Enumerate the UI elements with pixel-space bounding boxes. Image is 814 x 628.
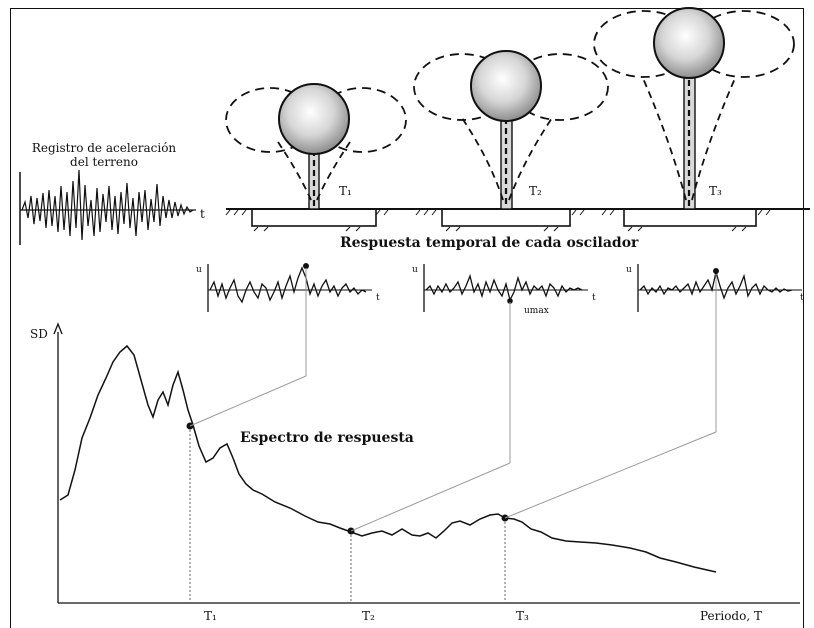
period-tick-label-2: T₂ — [362, 609, 375, 623]
leader-line-2 — [350, 462, 511, 532]
response-1-signal — [209, 266, 367, 304]
oscillator-3-right-deflection — [691, 75, 737, 201]
oscillator-1-left-deflection — [277, 141, 312, 201]
response-2-peak-marker — [507, 298, 513, 304]
response-2-umax-label: umax — [524, 306, 549, 316]
oscillator-2: T₂ — [392, 50, 609, 232]
response-3-peak-marker — [713, 268, 719, 274]
response-3-u-axis-label: u — [626, 265, 632, 275]
oscillator-2-ground-hatch — [415, 209, 585, 232]
oscillator-3-right-motion-envelope — [693, 10, 795, 78]
oscillator-1-ground-hatch — [225, 209, 389, 232]
spectrum-curve-label: Espectro de respuesta — [240, 430, 414, 446]
oscillator-2-period-label: T₂ — [529, 184, 542, 198]
oscillator-3-mass — [653, 7, 725, 79]
temporal-response-title: Respuesta temporal de cada oscilador — [340, 235, 639, 251]
response-spectrum: SD Espectro de respuesta T₁ T₂ T₃ Period… — [30, 268, 800, 623]
response-1-peak-marker — [303, 263, 309, 269]
oscillator-1-right-deflection — [316, 141, 351, 201]
figure-frame — [10, 8, 804, 628]
response-2-t-axis-label: t — [592, 293, 596, 303]
temporal-response-plot-3: u t — [626, 264, 804, 312]
oscillator-1-period-label: T₁ — [339, 184, 352, 198]
oscillator-2-foundation — [441, 208, 571, 227]
oscillator-1-foundation — [251, 208, 377, 227]
response-1-u-axis-label: u — [196, 265, 202, 275]
oscillator-3-period-label: T₃ — [709, 184, 722, 198]
ground-acceleration-signal — [21, 169, 194, 241]
leader-line-1 — [189, 375, 307, 427]
ground-record-label-line2: del terreno — [70, 155, 138, 169]
ground-record-time-axis-label: t — [200, 207, 205, 221]
oscillator-2-left-deflection — [461, 117, 504, 201]
leader-line-3 — [504, 431, 717, 519]
temporal-response-plot-2: u umax t — [412, 264, 596, 316]
response-3-t-axis-label: t — [800, 293, 804, 303]
spectrum-y-axis-label: SD — [30, 327, 48, 341]
ground-acceleration-record: Registro de aceleración del terreno t — [19, 141, 205, 245]
spectrum-x-axis-label: Periodo, T — [700, 609, 762, 623]
oscillator-1-mass — [278, 83, 350, 155]
response-2-u-axis-label: u — [412, 265, 418, 275]
spectrum-curve — [59, 344, 717, 573]
oscillator-3-left-deflection — [641, 75, 687, 201]
oscillator-2-mass — [470, 50, 542, 122]
oscillator-1-right-motion-envelope — [317, 87, 407, 153]
period-tick-label-1: T₁ — [204, 609, 217, 623]
spectrum-y-axis-arrow — [53, 322, 63, 335]
response-2-signal — [425, 273, 583, 302]
oscillator-1: T₁ — [225, 83, 407, 232]
response-1-t-axis-label: t — [376, 293, 380, 303]
oscillator-3-ground-hatch — [601, 209, 771, 232]
period-tick-label-3: T₃ — [516, 609, 529, 623]
temporal-response-plot-1: u t — [196, 263, 380, 312]
ground-record-label-line1: Registro de aceleración — [32, 141, 177, 155]
oscillator-3-foundation — [623, 208, 757, 227]
oscillator-3: T₃ — [593, 7, 810, 232]
